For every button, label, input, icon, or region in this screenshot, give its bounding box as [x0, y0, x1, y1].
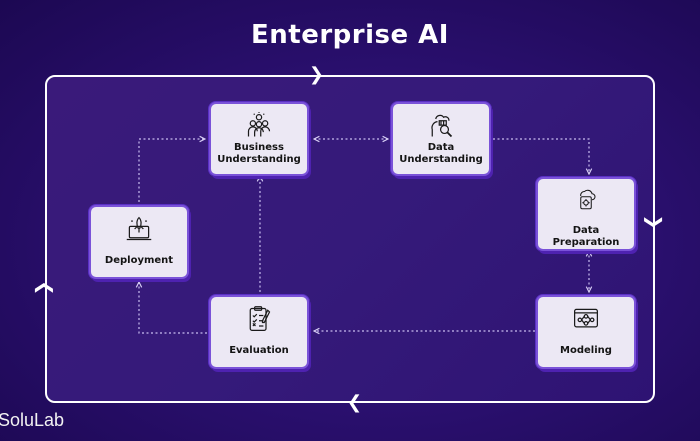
frame-arrow-top-right-icon: ❯ [309, 64, 325, 85]
checklist-icon [249, 306, 271, 331]
node-label: Business Understanding [217, 142, 301, 165]
node-label: Data Preparation [552, 225, 620, 248]
node-label: Evaluation [229, 345, 289, 356]
rocket-laptop-icon [126, 216, 152, 241]
node-label: Deployment [104, 255, 174, 266]
cloud-gear-icon [580, 189, 596, 210]
connector-evaluation-deployment [139, 282, 207, 334]
connector-data-preparation [493, 138, 589, 174]
node-data-understanding[interactable]: Data Understanding [391, 102, 491, 176]
brand-logo-text: SoluLab [0, 410, 65, 430]
node-business-understanding[interactable]: Business Understanding [209, 102, 309, 176]
diagram-title: Enterprise AI [251, 20, 449, 50]
node-label: Modeling [560, 345, 612, 356]
model-network-icon [574, 308, 598, 328]
team-idea-icon [247, 112, 271, 137]
node-evaluation[interactable]: Evaluation [209, 295, 309, 369]
data-search-icon [431, 114, 453, 138]
node-label: Data Understanding [399, 142, 483, 165]
node-data-preparation[interactable]: Data Preparation [536, 177, 636, 251]
node-deployment[interactable]: Deployment [89, 205, 189, 279]
frame-arrow-bottom-left-icon: ❮ [347, 392, 363, 413]
connector-deployment-business [138, 139, 205, 202]
node-modeling[interactable]: Modeling [536, 295, 636, 369]
